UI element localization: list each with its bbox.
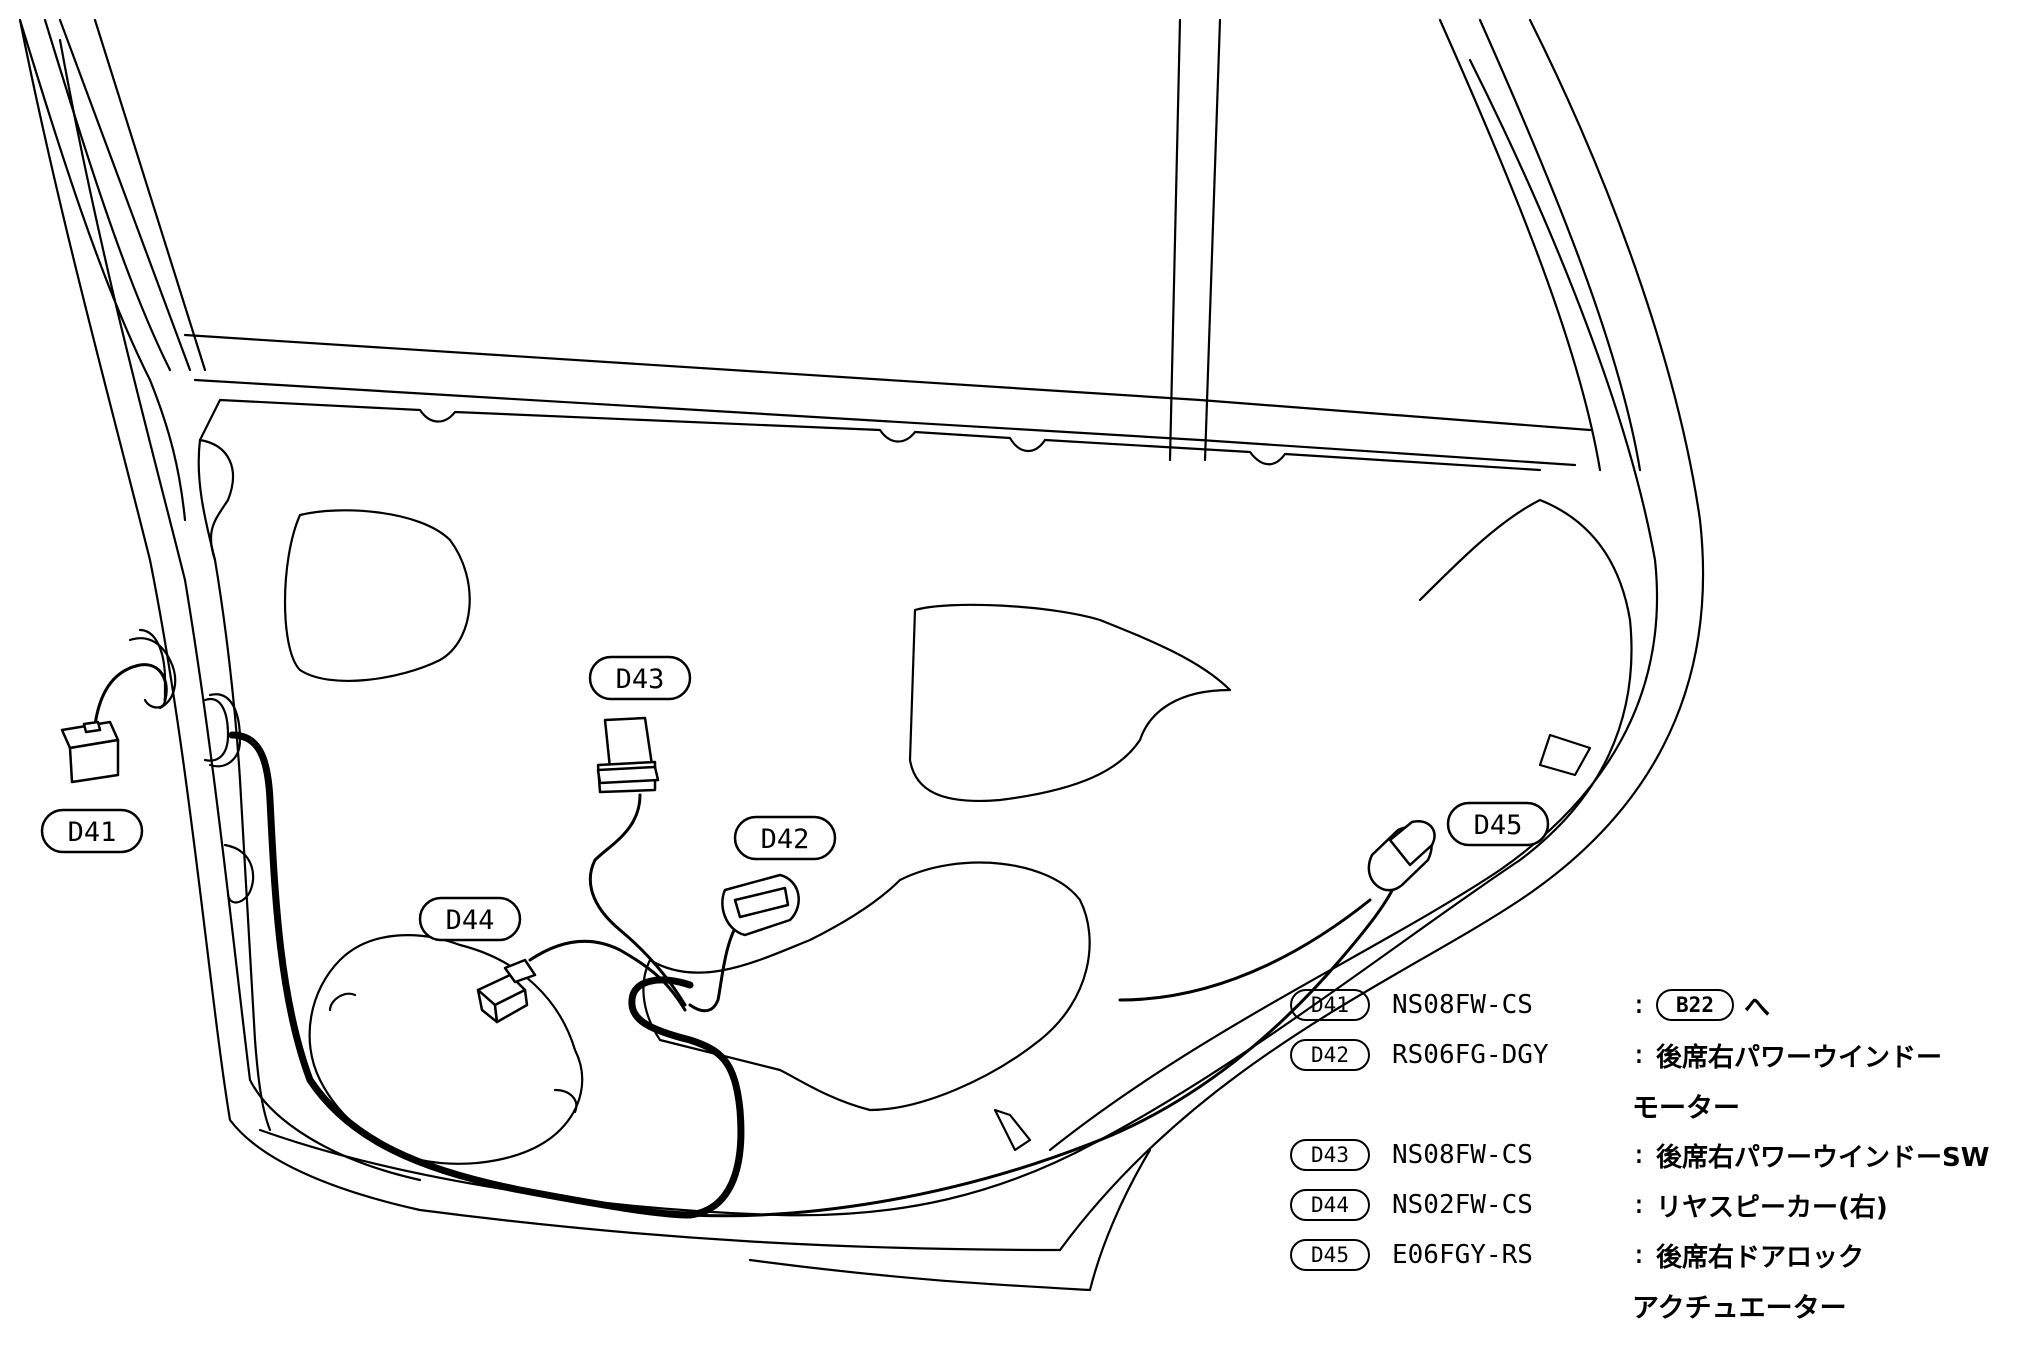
callout-d44: D44 <box>418 896 522 942</box>
legend-sep: : <box>1631 990 1647 1020</box>
svg-text:D42: D42 <box>761 824 810 855</box>
legend-row-d43: D43 NS08FW-CS : 後席右パワーウインドーSW <box>1290 1132 1989 1178</box>
legend-ref: B22 <box>1656 989 1734 1021</box>
callout-d42: D42 <box>733 815 837 861</box>
legend-sep: : <box>1631 1190 1647 1220</box>
callout-d41: D41 <box>40 808 144 854</box>
svg-text:D44: D44 <box>446 905 495 936</box>
legend-row-d42: D42 RS06FG-DGY : 後席右パワーウインドー <box>1290 1032 1942 1078</box>
d45-wire <box>688 883 1397 1218</box>
callout-d45: D45 <box>1446 801 1550 847</box>
legend-id: D44 <box>1290 1189 1370 1221</box>
legend-cont-d45: アクチュエーター <box>1632 1292 1847 1324</box>
d44-wire <box>528 939 687 1012</box>
legend-code: NS02FW-CS <box>1392 1190 1533 1220</box>
legend-row-d44: D44 NS02FW-CS : リヤスピーカー(右) <box>1290 1182 1888 1228</box>
connector-d41 <box>60 720 120 784</box>
svg-text:D41: D41 <box>68 817 117 848</box>
d43-wire <box>588 793 687 1007</box>
legend-sep: : <box>1631 1140 1647 1170</box>
d42-wire <box>688 918 742 1013</box>
legend-desc: B22 へ <box>1656 987 1770 1024</box>
connector-d44 <box>476 958 537 1024</box>
legend-id: D42 <box>1290 1039 1370 1071</box>
legend-cont-d42: モーター <box>1632 1092 1740 1124</box>
door-outline <box>18 18 1705 1292</box>
legend-row-d45: D45 E06FGY-RS : 後席右ドアロック <box>1290 1232 1864 1278</box>
legend-sep: : <box>1631 1040 1647 1070</box>
legend-code: E06FGY-RS <box>1392 1240 1533 1270</box>
d41-wire <box>93 663 168 727</box>
legend-desc: 後席右ドアロック <box>1656 1242 1865 1273</box>
legend-code: RS06FG-DGY <box>1392 1040 1549 1070</box>
svg-text:D45: D45 <box>1474 810 1523 841</box>
legend-id: D41 <box>1290 989 1370 1021</box>
legend-row-d41: D41 NS08FW-CS : B22 へ <box>1290 982 1770 1028</box>
svg-text:D43: D43 <box>616 664 665 695</box>
connector-d42 <box>721 873 800 937</box>
legend-code: NS08FW-CS <box>1392 1140 1533 1170</box>
legend-desc: 後席右パワーウインドーSW <box>1656 1142 1990 1173</box>
grommet-left <box>128 628 242 768</box>
connector-d45 <box>1367 819 1436 892</box>
connector-d43 <box>596 716 660 794</box>
legend-desc: リヤスピーカー(右) <box>1656 1192 1888 1223</box>
callout-d43: D43 <box>588 655 692 701</box>
legend-code: NS08FW-CS <box>1392 990 1533 1020</box>
legend-sep: : <box>1631 1240 1647 1270</box>
legend-id: D45 <box>1290 1239 1370 1271</box>
main-harness <box>228 731 745 1219</box>
legend-id: D43 <box>1290 1139 1370 1171</box>
legend-desc: 後席右パワーウインドー <box>1656 1042 1943 1073</box>
